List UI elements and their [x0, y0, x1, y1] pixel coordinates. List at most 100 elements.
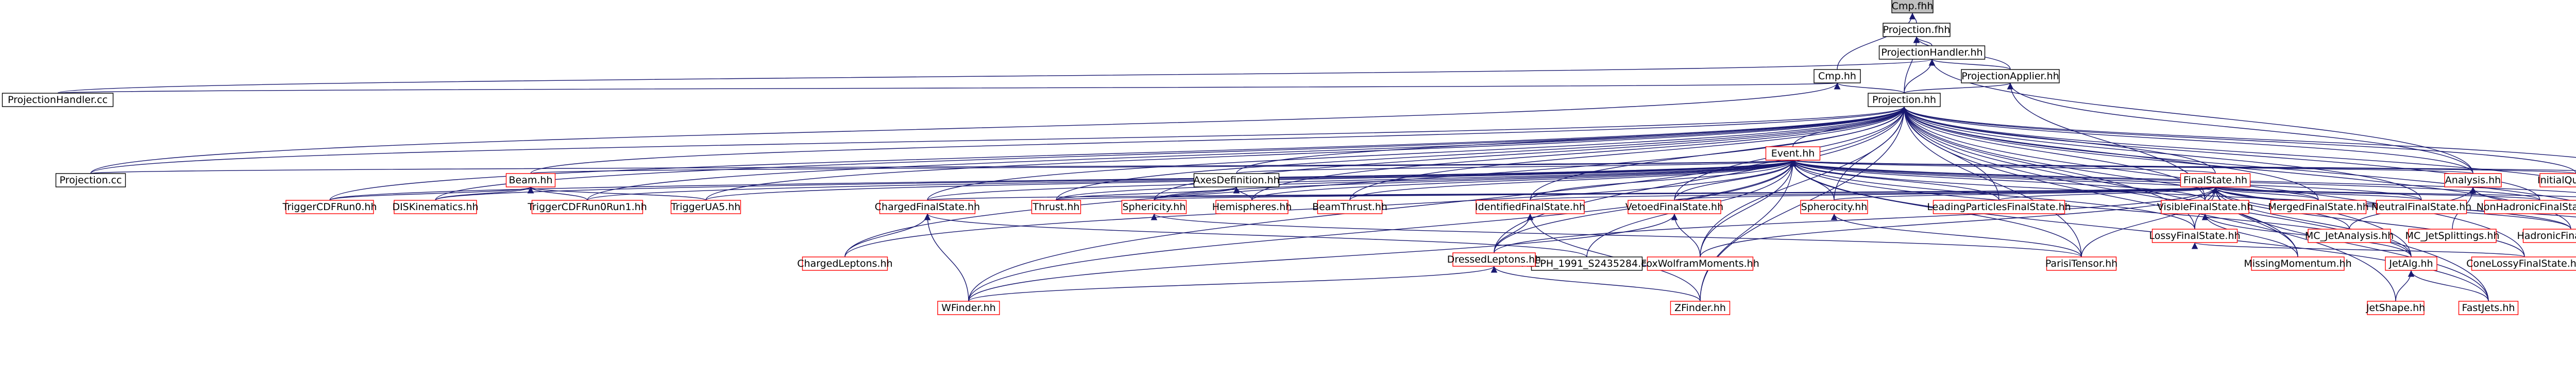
- file-node-box[interactable]: [55, 173, 126, 187]
- file-node-projection-cc[interactable]: Projection.cc: [55, 173, 126, 187]
- file-node-box[interactable]: [2180, 173, 2251, 187]
- file-node-projectionhandler-cc[interactable]: ProjectionHandler.cc: [2, 93, 114, 107]
- file-node-wfinder-hh[interactable]: WFinder.hh: [937, 301, 1000, 315]
- file-node-projection-hh[interactable]: Projection.hh: [1868, 93, 1941, 107]
- file-node-box[interactable]: [2151, 229, 2238, 243]
- file-node-chargedleptons-hh[interactable]: ChargedLeptons.hh: [797, 256, 893, 271]
- file-node-box[interactable]: [2471, 256, 2576, 271]
- file-node-box[interactable]: [2376, 200, 2467, 214]
- file-node-box[interactable]: [1647, 256, 1754, 271]
- file-node-thrust-hh[interactable]: Thrust.hh: [1031, 200, 1081, 214]
- file-node-box[interactable]: [2308, 229, 2391, 243]
- file-node-triggerua5-hh[interactable]: TriggerUA5.hh: [671, 200, 741, 214]
- file-node-triggercdfrun0-hh[interactable]: TriggerCDFRun0.hh: [282, 200, 377, 214]
- file-node-beamthrust-hh[interactable]: BeamThrust.hh: [1312, 200, 1387, 214]
- file-node-diskinematics-hh[interactable]: DISKinematics.hh: [392, 200, 479, 214]
- file-node-spherocity-hh[interactable]: Spherocity.hh: [1800, 200, 1868, 214]
- file-node-identifiedfinalstate-hh[interactable]: IdentifiedFinalState.hh: [1475, 200, 1585, 214]
- file-node-lossyfinalstate-hh[interactable]: LossyFinalState.hh: [2149, 229, 2241, 243]
- file-node-visiblefinalstate-hh[interactable]: VisibleFinalState.hh: [2157, 200, 2253, 214]
- file-node-box[interactable]: [670, 200, 741, 214]
- file-node-hadronicfinalstate-hh[interactable]: HadronicFinalState.hh: [2517, 229, 2576, 243]
- file-node-leadingparticlesfinalstate-hh[interactable]: LeadingParticlesFinalState.hh: [1927, 200, 2071, 214]
- file-node-box[interactable]: [1476, 200, 1585, 214]
- file-node-box[interactable]: [1121, 200, 1187, 214]
- file-node-hemispheres-hh[interactable]: Hemispheres.hh: [1212, 200, 1292, 214]
- file-node-box[interactable]: [2251, 256, 2345, 271]
- file-node-jetshape-hh[interactable]: JetShape.hh: [2366, 301, 2425, 315]
- file-node-label: ProjectionHandler.hh: [1881, 47, 1982, 58]
- file-node-label: Cmp.hh: [1818, 71, 1856, 82]
- file-node-box[interactable]: [2408, 229, 2497, 243]
- file-node-mergedfinalstate-hh[interactable]: MergedFinalState.hh: [2268, 200, 2369, 214]
- file-node-finalstate-hh[interactable]: FinalState.hh: [2180, 173, 2251, 187]
- file-node-axesdefinition-hh[interactable]: AxesDefinition.hh: [1193, 173, 1280, 187]
- file-node-box[interactable]: [2367, 301, 2425, 315]
- file-node-box[interactable]: [1452, 252, 1536, 267]
- file-node-box[interactable]: [802, 256, 888, 271]
- file-node-box[interactable]: [1531, 256, 1643, 271]
- file-node-box[interactable]: [1891, 0, 1934, 13]
- file-node-box[interactable]: [531, 200, 643, 214]
- file-node-box[interactable]: [1317, 200, 1383, 214]
- file-node-box[interactable]: [1193, 173, 1280, 187]
- file-node-cmp-fhh[interactable]: Cmp.fhh: [1891, 0, 1934, 13]
- file-node-box[interactable]: [2458, 301, 2519, 315]
- file-node-label: JetAlg.hh: [2388, 258, 2433, 269]
- file-node-box[interactable]: [1868, 93, 1941, 107]
- file-node-box[interactable]: [2046, 256, 2117, 271]
- file-node-box[interactable]: [1628, 200, 1721, 214]
- file-node-box[interactable]: [2161, 200, 2249, 214]
- file-node-label: ProjectionHandler.cc: [8, 94, 108, 106]
- file-node-neutralfinalstate-hh[interactable]: NeutralFinalState.hh: [2371, 200, 2471, 214]
- file-node-event-hh[interactable]: Event.hh: [1765, 146, 1821, 161]
- file-node-box[interactable]: [1215, 200, 1289, 214]
- file-node-beam-hh[interactable]: Beam.hh: [505, 173, 556, 187]
- file-node-box[interactable]: [2484, 200, 2576, 214]
- file-node-foxwolframmoments-hh[interactable]: FoxWolframMoments.hh: [1641, 256, 1759, 271]
- file-node-box[interactable]: [1765, 146, 1821, 161]
- file-node-jetalg-hh[interactable]: JetAlg.hh: [2385, 256, 2437, 271]
- file-node-zfinder-hh[interactable]: ZFinder.hh: [1670, 301, 1731, 315]
- file-node-box[interactable]: [2539, 173, 2576, 187]
- file-node-box[interactable]: [1814, 69, 1861, 83]
- file-node-box[interactable]: [2270, 200, 2367, 214]
- file-node-triggercdfrun0run1-hh[interactable]: TriggerCDFRun0Run1.hh: [527, 200, 647, 214]
- file-node-box[interactable]: [505, 173, 556, 187]
- file-node-box[interactable]: [2444, 173, 2502, 187]
- file-node-mc-jetanalysis-hh[interactable]: MC_JetAnalysis.hh: [2305, 229, 2394, 243]
- file-node-box[interactable]: [1961, 69, 2060, 83]
- file-node-sphericity-hh[interactable]: Sphericity.hh: [1121, 200, 1187, 214]
- file-node-analysis-hh[interactable]: Analysis.hh: [2444, 173, 2502, 187]
- file-node-box[interactable]: [2, 93, 114, 107]
- file-node-parisitensor-hh[interactable]: ParisiTensor.hh: [2045, 256, 2117, 271]
- file-node-box[interactable]: [879, 200, 976, 214]
- file-node-box[interactable]: [1670, 301, 1731, 315]
- file-node-initialquarks-hh[interactable]: InitialQuarks.hh: [2537, 173, 2576, 187]
- file-node-missingmomentum-hh[interactable]: MissingMomentum.hh: [2244, 256, 2352, 271]
- file-node-box[interactable]: [285, 200, 374, 214]
- file-node-dressedleptons-hh[interactable]: DressedLeptons.hh: [1447, 252, 1541, 267]
- file-node-box[interactable]: [394, 200, 477, 214]
- file-node-label: Analysis.hh: [2445, 175, 2501, 186]
- file-node-box[interactable]: [1031, 200, 1081, 214]
- file-node-cmp-hh[interactable]: Cmp.hh: [1814, 69, 1861, 83]
- file-node-fastjets-hh[interactable]: FastJets.hh: [2458, 301, 2519, 315]
- file-node-projectionapplier-hh[interactable]: ProjectionApplier.hh: [1961, 69, 2060, 83]
- file-node-box[interactable]: [937, 301, 1000, 315]
- file-node-projection-fhh[interactable]: Projection.fhh: [1883, 23, 1951, 37]
- file-node-box[interactable]: [2385, 256, 2437, 271]
- file-node-box[interactable]: [1883, 23, 1951, 37]
- file-node-conelossyfinalstate-hh[interactable]: ConeLossyFinalState.hh: [2466, 256, 2576, 271]
- file-node-projectionhandler-hh[interactable]: ProjectionHandler.hh: [1878, 45, 1986, 60]
- file-node-box[interactable]: [1800, 200, 1868, 214]
- file-node-box[interactable]: [2522, 229, 2576, 243]
- file-node-vetoedfinalstate-hh[interactable]: VetoedFinalState.hh: [1625, 200, 1723, 214]
- file-node-box[interactable]: [1933, 200, 2065, 214]
- dependency-edge-finalstate_hh-to-missingmomentum_hh: [2212, 186, 2298, 257]
- file-node-nonhadronicfinalstate-hh[interactable]: NonHadronicFinalState.hh: [2477, 200, 2576, 214]
- file-node-aleph-1991-s2435284-cc[interactable]: ALEPH_1991_S2435284.cc: [1522, 256, 1652, 271]
- file-node-box[interactable]: [1878, 45, 1986, 60]
- file-node-chargedfinalstate-hh[interactable]: ChargedFinalState.hh: [875, 200, 980, 214]
- file-node-mc-jetsplittings-hh[interactable]: MC_JetSplittings.hh: [2405, 229, 2500, 243]
